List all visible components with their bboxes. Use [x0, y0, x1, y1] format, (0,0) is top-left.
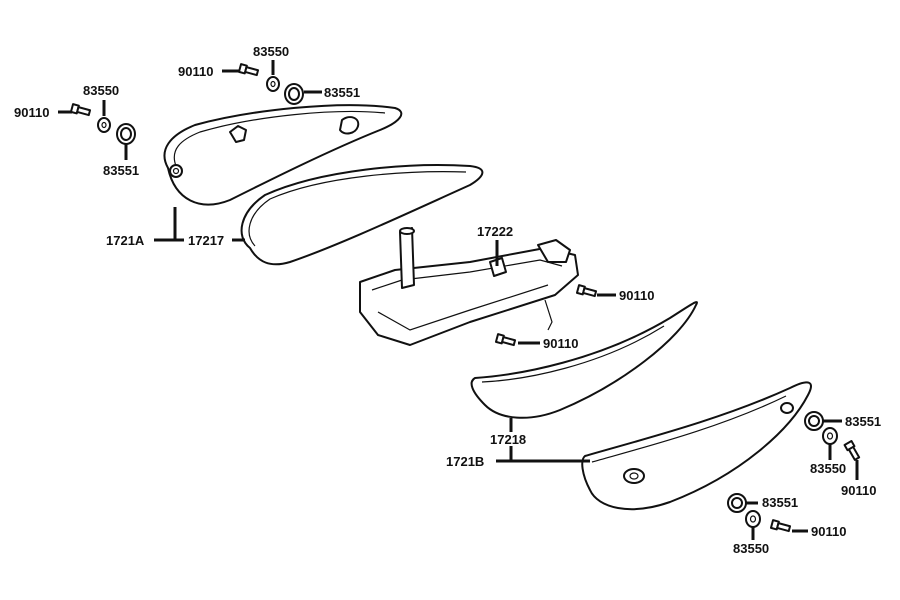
label-83551-top-left: 83551	[103, 163, 139, 178]
bolt-icon	[575, 284, 598, 298]
label-83550-top-mid: 83550	[253, 44, 289, 59]
grommet-icon	[804, 411, 824, 431]
label-17218: 17218	[490, 432, 526, 447]
label-83551-right-lower: 83551	[762, 495, 798, 510]
bolt-icon	[69, 103, 92, 117]
label-90110-right-lower: 90110	[811, 524, 846, 539]
side-cover-left	[163, 104, 403, 206]
label-1721A: 1721A	[106, 233, 145, 248]
washer-icon	[745, 510, 761, 528]
side-cover-right	[581, 381, 812, 511]
label-83551-top-mid: 83551	[324, 85, 360, 100]
label-83550-right-lower: 83550	[733, 541, 769, 556]
grommet-icon	[284, 83, 304, 105]
washer-icon	[266, 76, 280, 92]
label-90110-top-left: 90110	[14, 105, 49, 120]
label-17217: 17217	[188, 233, 224, 248]
washer-icon	[97, 117, 111, 133]
label-17222: 17222	[477, 224, 513, 239]
bolt-icon	[769, 519, 792, 533]
label-90110-bracket-right: 90110	[619, 288, 654, 303]
washer-icon	[822, 427, 838, 445]
label-90110-bracket-low: 90110	[543, 336, 578, 351]
label-90110-top-mid: 90110	[178, 64, 213, 79]
gasket-right	[470, 301, 698, 419]
tray-bracket	[359, 227, 579, 346]
grommet-icon	[116, 123, 136, 145]
leader-lines	[58, 60, 859, 540]
bolt-icon	[494, 333, 517, 347]
bolt-icon	[237, 63, 260, 77]
bolt-icon	[843, 440, 861, 461]
gasket-left	[240, 164, 484, 266]
label-90110-right-upper: 90110	[841, 483, 876, 498]
label-83550-right-upper: 83550	[810, 461, 846, 476]
label-83551-right-upper: 83551	[845, 414, 881, 429]
label-1721B: 1721B	[446, 454, 484, 469]
label-83550-top-left: 83550	[83, 83, 119, 98]
grommet-icon	[727, 493, 747, 513]
